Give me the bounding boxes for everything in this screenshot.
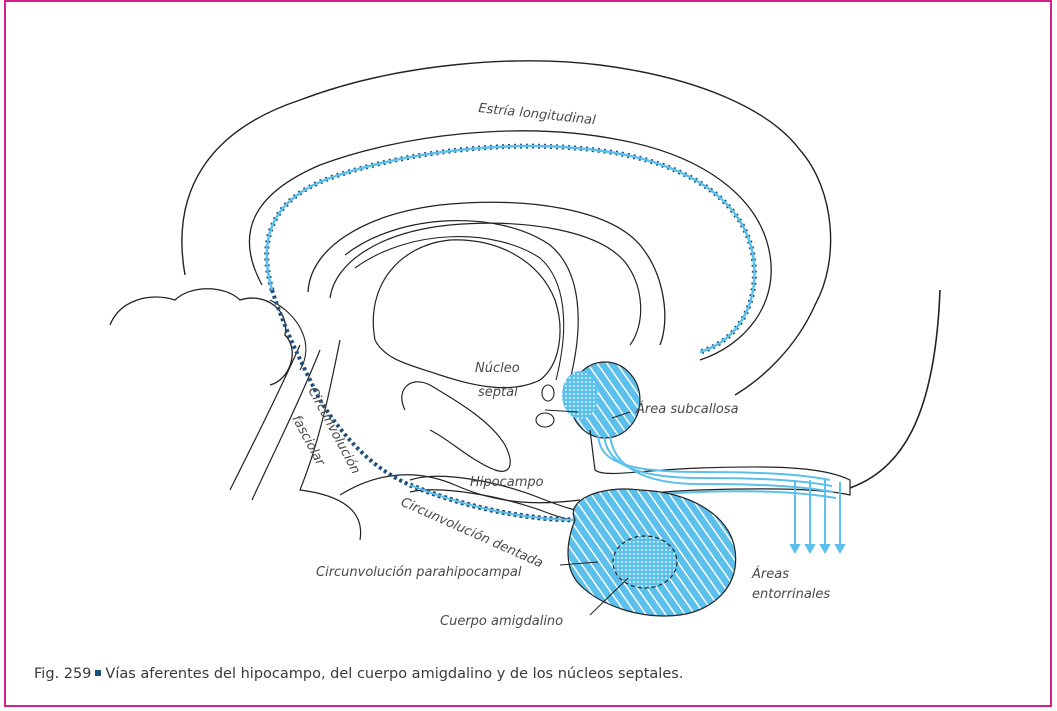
fornix-arc-inner — [355, 237, 564, 380]
olfactory-nerve — [850, 290, 940, 488]
label-nucleo-septal-1: Núcleo — [475, 361, 520, 376]
cingulate-outline — [249, 131, 771, 360]
fornix-arc — [345, 221, 578, 380]
estria-pathway-fill — [267, 146, 755, 352]
septal-nucleus-shape — [536, 413, 554, 427]
brain-diagram: Estría longitudinal Núcleo septal Área s… — [0, 0, 1057, 660]
label-hipocampo: Hipocampo — [470, 475, 544, 490]
cerebellum-outline — [110, 289, 292, 385]
thalamus-outline — [373, 240, 560, 388]
label-nucleo-septal-2: septal — [478, 385, 518, 400]
caption-bullet — [95, 670, 101, 676]
caption-fig-number: Fig. 259 — [34, 666, 91, 682]
pons-outline — [340, 475, 580, 503]
amygdala-body — [613, 536, 677, 588]
label-areas-entorrinales-2: entorrinales — [752, 587, 830, 602]
corpus-callosum-lower — [330, 223, 641, 345]
label-areas-entorrinales-1: Áreas — [751, 566, 789, 582]
label-estria-longitudinal: Estría longitudinal — [478, 101, 597, 128]
estria-pathway — [267, 146, 755, 352]
cerebellum-inner — [270, 300, 306, 370]
caption-text: Vías aferentes del hipocampo, del cuerpo… — [105, 666, 683, 682]
label-area-subcallosa: Área subcallosa — [635, 401, 739, 417]
figure-caption: Fig. 259 Vías aferentes del hipocampo, de… — [34, 666, 683, 682]
anterior-commissure-shape — [542, 385, 554, 401]
label-cuerpo-amigdalino: Cuerpo amigdalino — [440, 614, 563, 629]
label-circunvolucion-parahipocampal: Circunvolución parahipocampal — [316, 565, 522, 580]
